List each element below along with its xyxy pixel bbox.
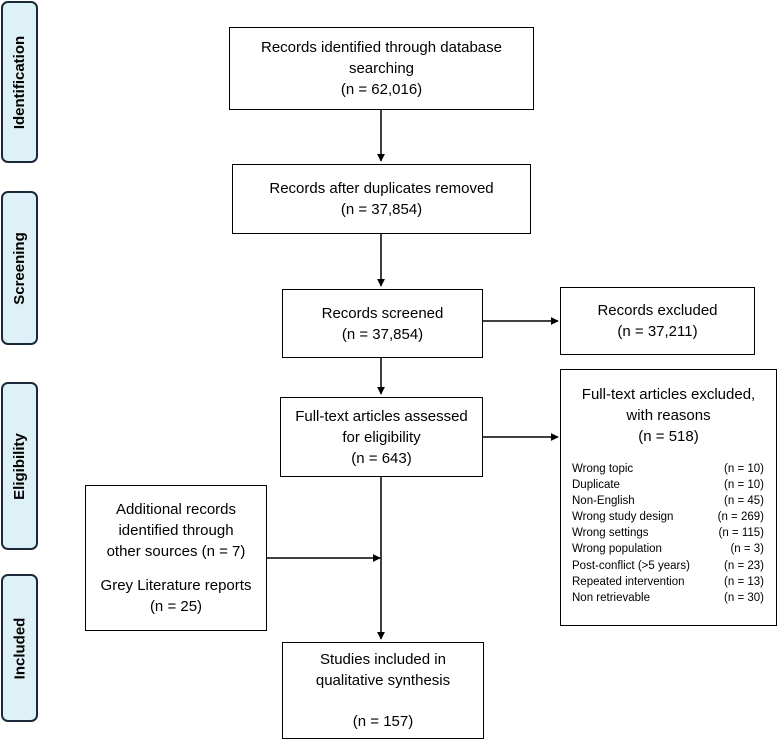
box-records-identified: Records identified through database sear… <box>229 27 534 110</box>
stage-screening: Screening <box>1 191 38 345</box>
included-line2: qualitative synthesis <box>315 672 451 689</box>
exclusion-reasons-list: Wrong topic (n = 10) Duplicate (n = 10) No… <box>561 461 776 606</box>
reason-row: Non-English (n = 45) <box>572 493 764 509</box>
box-fulltext-assessed: Full-text articles assessed for eligibil… <box>280 397 483 477</box>
reason-count: (n = 10) <box>724 479 764 492</box>
additional-line4: Grey Literature reports <box>100 577 252 594</box>
additional-line3: other sources (n = 7) <box>106 543 246 560</box>
deduplicated-count: (n = 37,854) <box>340 201 423 218</box>
screened-count: (n = 37,854) <box>341 325 424 343</box>
reason-count: (n = 23) <box>724 559 764 572</box>
included-count: (n = 157) <box>352 713 414 730</box>
additional-line2: identified through <box>118 522 234 539</box>
reason-row: Wrong settings (n = 115) <box>572 525 764 541</box>
reason-count: (n = 3) <box>730 543 764 556</box>
reason-count: (n = 269) <box>717 511 764 524</box>
reason-label: Wrong topic <box>572 463 634 475</box>
identified-count: (n = 62,016) <box>340 81 423 98</box>
excluded-count: (n = 37,211) <box>617 323 698 340</box>
box-records-screened: Records screened (n = 37,854) <box>282 289 483 358</box>
fulltext-excluded-line1: Full-text articles excluded, <box>581 386 756 403</box>
reason-count: (n = 30) <box>724 591 764 604</box>
reason-label: Duplicate <box>572 479 620 492</box>
assessed-count: (n = 643) <box>351 449 412 467</box>
reason-row: Post-conflict (>5 years) (n = 23) <box>572 558 764 574</box>
reason-row: Wrong study design (n = 269) <box>572 509 764 525</box>
reason-count: (n = 13) <box>724 575 764 588</box>
fulltext-excluded-line2: with reasons <box>626 407 711 424</box>
deduplicated-line1: Records after duplicates removed <box>269 180 494 197</box>
reason-row: Wrong population (n = 3) <box>572 541 764 557</box>
box-records-excluded: Records excluded (n = 37,211) <box>560 287 755 355</box>
excluded-line1: Records excluded <box>597 302 718 319</box>
box-fulltext-excluded: Full-text articles excluded, with reason… <box>560 369 777 626</box>
reason-count: (n = 45) <box>724 495 764 508</box>
assessed-line1: Full-text articles assessed <box>295 407 468 425</box>
reason-label: Post-conflict (>5 years) <box>572 559 690 572</box>
reason-row: Wrong topic (n = 10) <box>572 461 764 477</box>
reason-label: Non-English <box>572 495 635 508</box>
reason-label: Repeated intervention <box>572 575 685 588</box>
reason-label: Wrong population <box>572 543 662 556</box>
screened-line1: Records screened <box>321 304 444 322</box>
box-studies-included: Studies included in qualitative synthesi… <box>282 642 484 739</box>
stage-identification: Identification <box>1 1 38 163</box>
fulltext-excluded-count: (n = 518) <box>638 428 699 445</box>
reason-label: Non retrievable <box>572 591 650 604</box>
assessed-line2: for eligibility <box>342 428 421 446</box>
additional-line1: Additional records <box>115 501 237 518</box>
identified-line1: Records identified through database <box>261 39 502 56</box>
included-line1: Studies included in <box>320 651 446 668</box>
box-additional-records: Additional records identified through ot… <box>85 485 267 631</box>
reason-row: Duplicate (n = 10) <box>572 477 764 493</box>
reason-label: Wrong study design <box>572 511 674 524</box>
reason-row: Non retrievable (n = 30) <box>572 590 764 606</box>
reason-count: (n = 115) <box>718 527 765 540</box>
reason-count: (n = 10) <box>724 463 764 475</box>
additional-line5: (n = 25) <box>149 598 203 615</box>
identified-line2: searching <box>348 60 415 77</box>
stage-eligibility: Eligibility <box>1 382 38 550</box>
stage-included: Included <box>1 574 38 722</box>
box-records-deduplicated: Records after duplicates removed (n = 37… <box>232 164 531 234</box>
reason-row: Repeated intervention (n = 13) <box>572 574 764 590</box>
reason-label: Wrong settings <box>572 527 649 540</box>
